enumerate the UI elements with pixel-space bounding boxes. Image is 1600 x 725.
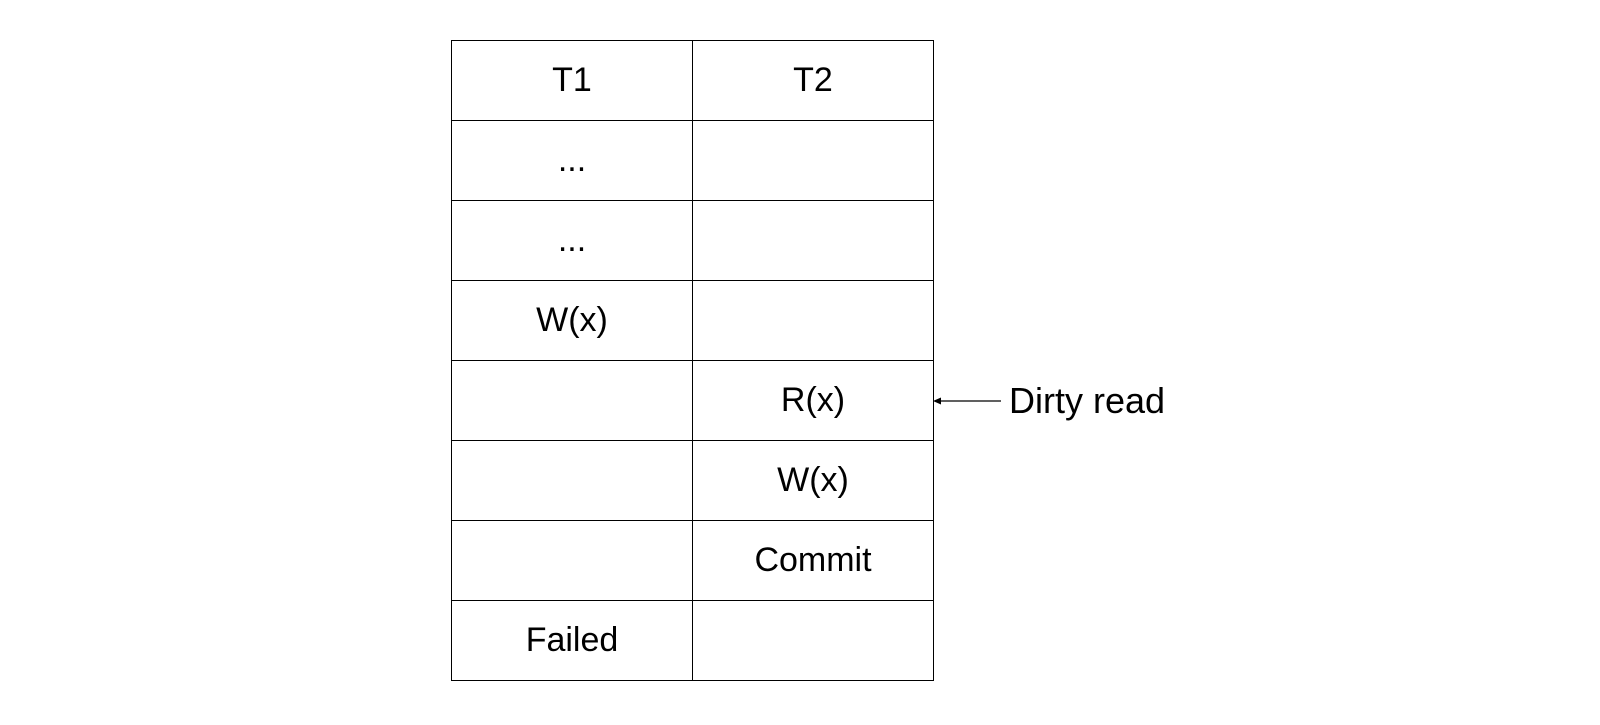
header-t1: T1 (451, 40, 693, 121)
cell-t1: ... (451, 120, 693, 201)
header-t2: T2 (692, 40, 934, 121)
cell-t1 (451, 440, 693, 521)
cell-t1: ... (451, 200, 693, 281)
cell-t1: W(x) (451, 280, 693, 361)
cell-t2: Commit (692, 520, 934, 601)
table-row: ... (451, 200, 934, 281)
cell-t2 (692, 280, 934, 361)
annotation-label: Dirty read (1009, 380, 1166, 421)
cell-t2: R(x) (692, 360, 934, 441)
table-row: Failed (451, 600, 934, 681)
table-header: T1 T2 (451, 40, 934, 121)
cell-t2 (692, 120, 934, 201)
table-row: W(x) (451, 440, 934, 521)
table-row: W(x) (451, 280, 934, 361)
table-body: ... ... W(x) R(x) W(x) Commit Failed (451, 120, 934, 681)
dirty-read-annotation: Dirty read (933, 378, 1193, 424)
cell-t1: Failed (451, 600, 693, 681)
cell-t1 (451, 360, 693, 441)
cell-t1 (451, 520, 693, 601)
cell-t2: W(x) (692, 440, 934, 521)
cell-t2 (692, 200, 934, 281)
table-row: R(x) (451, 360, 934, 441)
cell-t2 (692, 600, 934, 681)
transaction-schedule-table: T1 T2 ... ... W(x) R(x) W(x) Commit (451, 40, 934, 681)
arrow-left-icon (933, 397, 1001, 405)
table-row: ... (451, 120, 934, 201)
header-row: T1 T2 (451, 40, 934, 121)
table-row: Commit (451, 520, 934, 601)
